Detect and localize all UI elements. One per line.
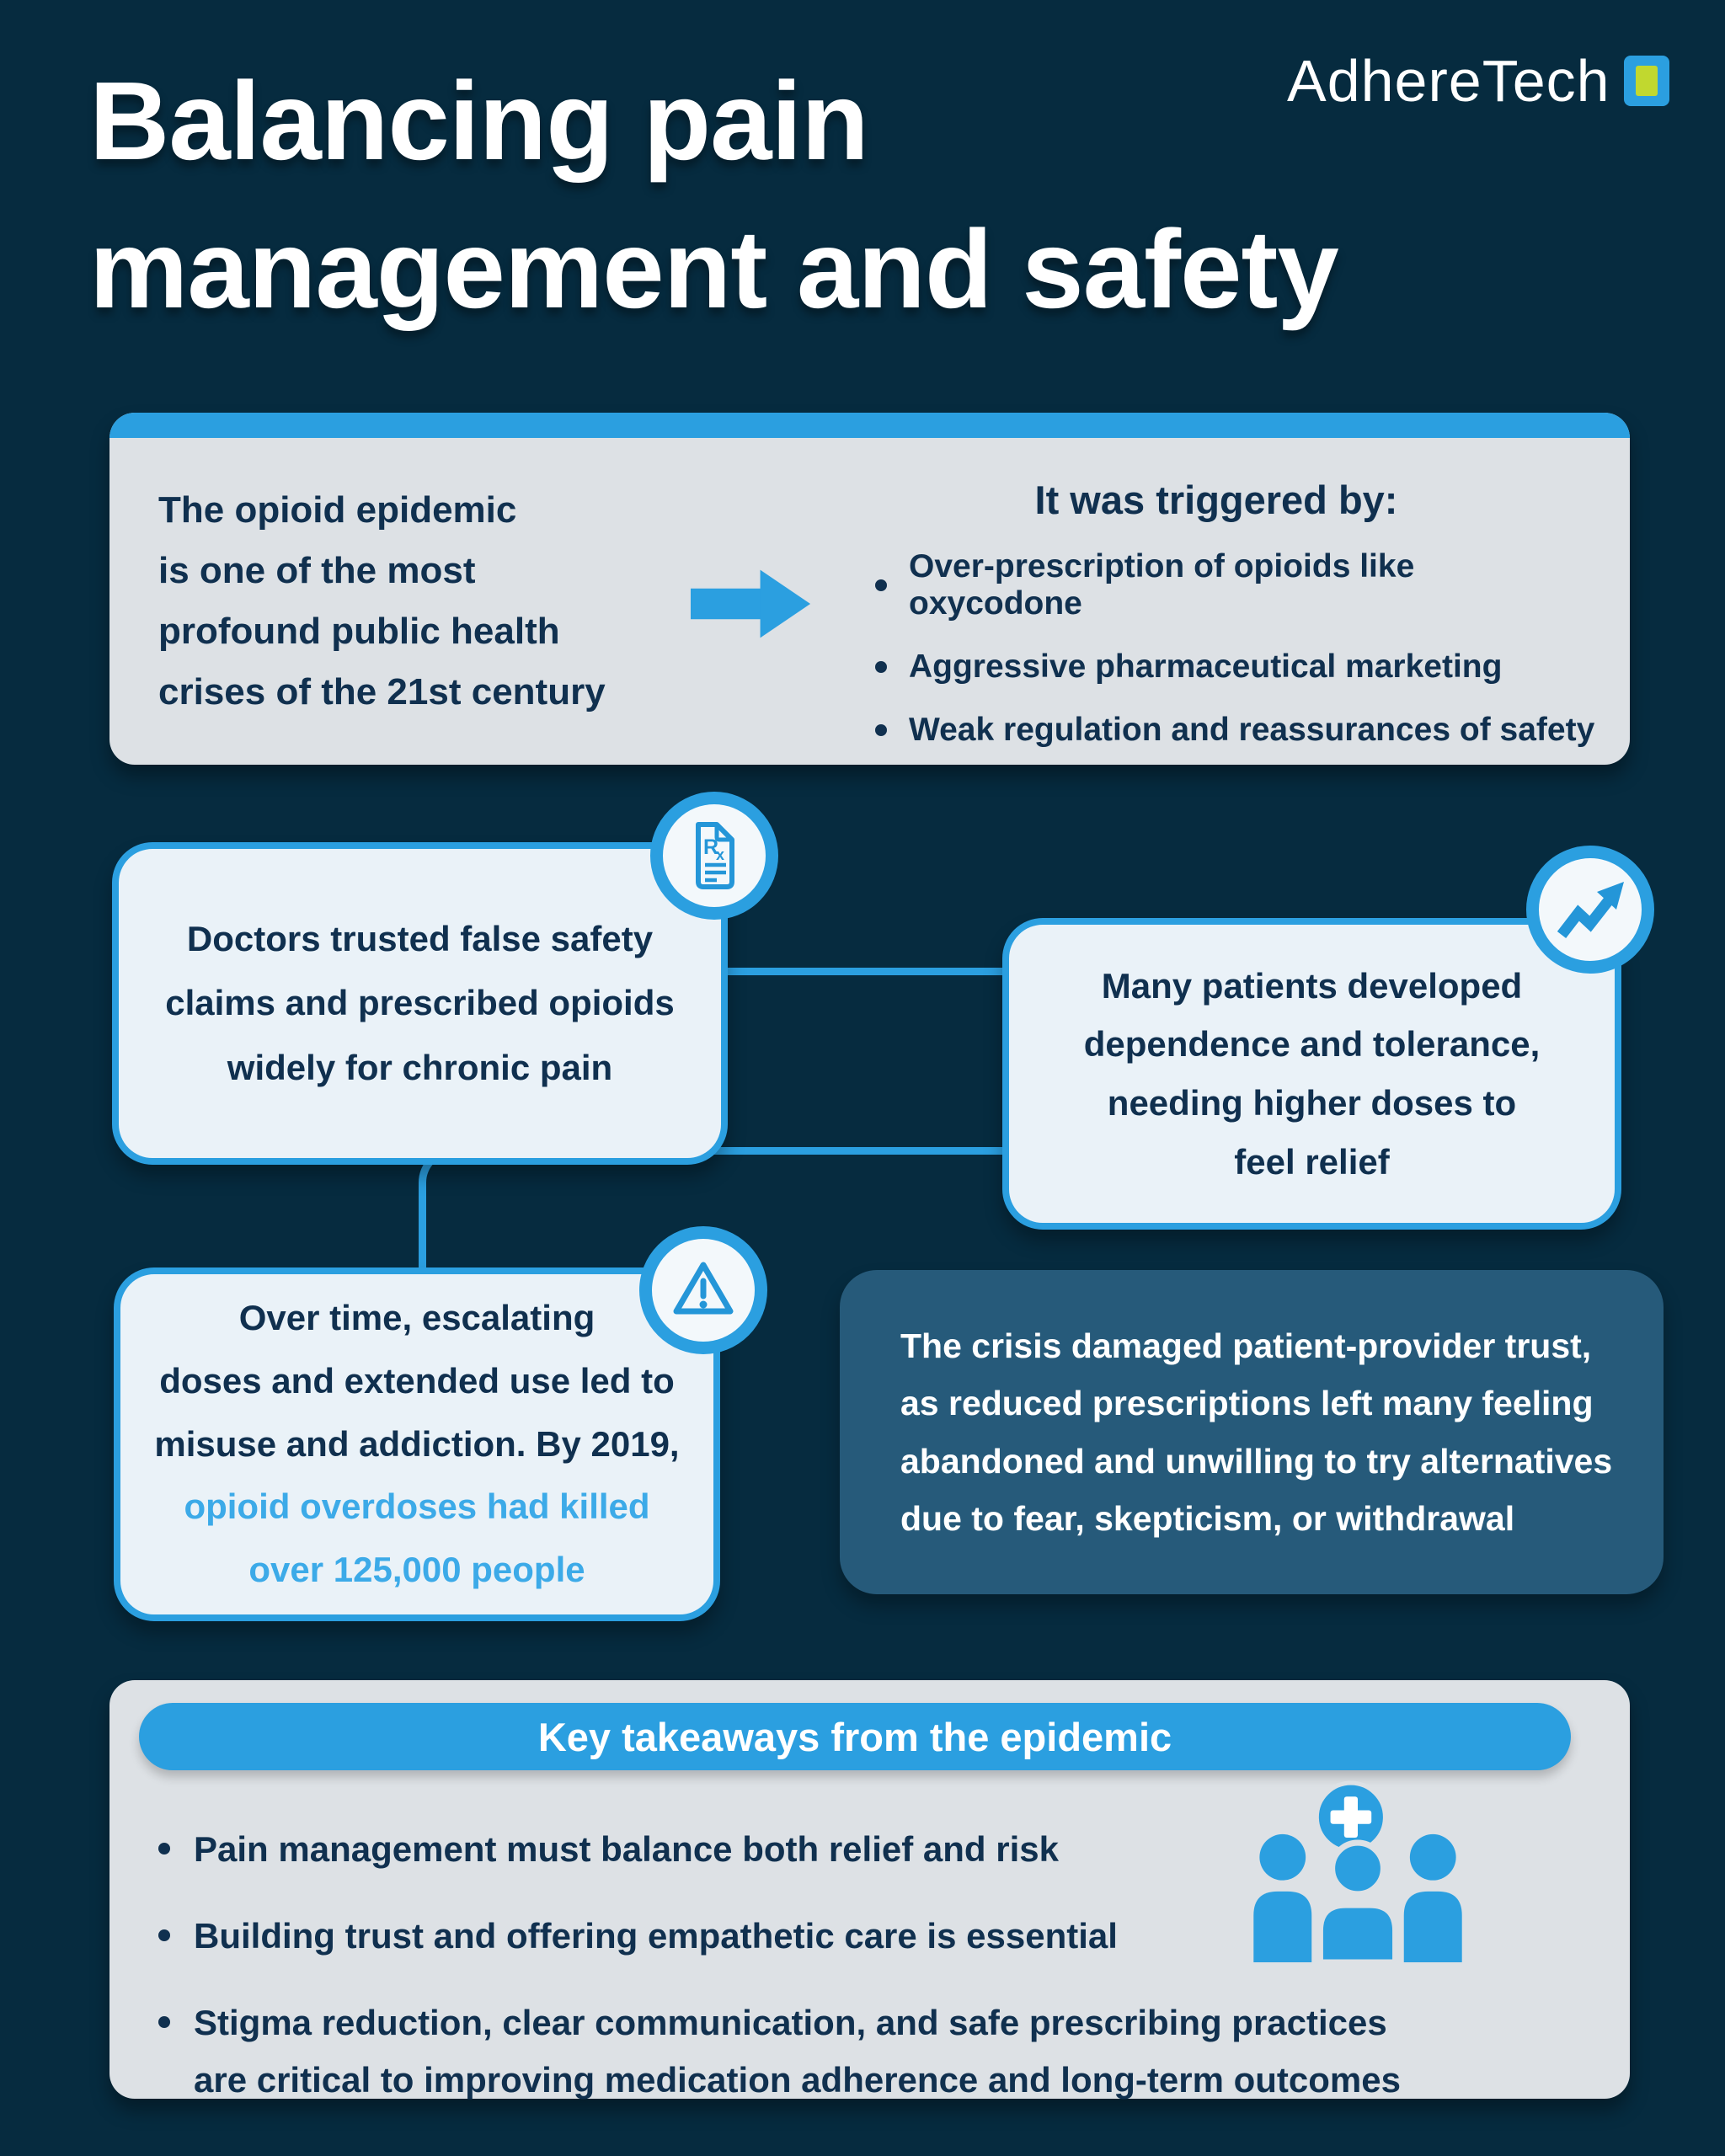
intro-statement-line: crises of the 21st century (158, 671, 606, 713)
crisis-card-line: abandoned and unwilling to try alternati… (900, 1441, 1613, 1481)
intro-card-body: The opioid epidemic is one of the most p… (109, 438, 1630, 765)
adheretech-logo: AdhereTech (1287, 47, 1669, 115)
doctors-card-line: widely for chronic pain (227, 1047, 613, 1087)
intro-statement-line: The opioid epidemic (158, 488, 517, 531)
trigger-text: Aggressive pharmaceutical marketing (909, 648, 1503, 685)
takeaway-text-line: are critical to improving medication adh… (194, 2059, 1401, 2100)
patients-card-line: feel relief (1234, 1141, 1390, 1182)
logo-text: AdhereTech (1287, 48, 1610, 114)
doctors-card-line: Doctors trusted false safety (186, 918, 654, 958)
bullet-dot (158, 2016, 170, 2029)
takeaway-item: Pain management must balance both relief… (158, 1821, 1514, 1877)
page-title-line: Balancing pain (89, 59, 869, 183)
overtime-card-line: Over time, escalating (238, 1298, 595, 1338)
intro-card-top-bar (109, 413, 1630, 438)
takeaways-heading-pill: Key takeaways from the epidemic (139, 1703, 1571, 1770)
bullet-dot (875, 579, 887, 591)
prescription-icon: R x (650, 792, 778, 920)
intro-statement-line: profound public health (158, 611, 560, 652)
crisis-card-line: as reduced prescriptions left many feeli… (900, 1384, 1594, 1423)
overtime-card-highlight-line: opioid overdoses had killed (184, 1486, 650, 1527)
trigger-text: Over-prescription of opioids like oxycod… (909, 548, 1415, 622)
patients-card-line: Many patients developed (1101, 965, 1523, 1006)
doctors-card: Doctors trusted false safety claims and … (112, 842, 728, 1165)
arrow-right-icon (688, 563, 814, 648)
connector-line (724, 968, 1006, 975)
takeaway-text: Pain management must balance both relief… (194, 1829, 1059, 1869)
intro-card: The opioid epidemic is one of the most p… (109, 413, 1630, 765)
logo-mark-icon (1623, 56, 1669, 106)
bullet-dot (158, 1929, 170, 1942)
trigger-item: Aggressive pharmaceutical marketing (875, 648, 1596, 686)
page-title-line: management and safety (89, 206, 1339, 331)
crisis-card-line: due to fear, skepticism, or withdrawal (900, 1498, 1515, 1538)
doctors-card-line: claims and prescribed opioids (165, 983, 675, 1023)
trigger-item: Weak regulation and reassurances of safe… (875, 712, 1596, 749)
intro-statement-line: is one of the most (158, 549, 476, 591)
warning-icon (639, 1226, 767, 1354)
svg-text:x: x (716, 846, 724, 863)
takeaway-text: Building trust and offering empathetic c… (194, 1916, 1118, 1956)
patients-card-line: dependence and tolerance, (1083, 1024, 1541, 1065)
overtime-card: Over time, escalating doses and extended… (114, 1267, 720, 1621)
svg-text:R: R (703, 835, 718, 859)
overtime-card-line: doses and extended use led to (159, 1360, 675, 1401)
patients-card-line: needing higher doses to (1107, 1083, 1517, 1123)
patients-card: Many patients developed dependence and t… (1002, 918, 1621, 1230)
intro-statement: The opioid epidemic is one of the most p… (158, 480, 685, 723)
takeaway-text-line: Stigma reduction, clear communication, a… (194, 2003, 1387, 2043)
overtime-card-line: misuse and addiction. By 2019, (154, 1423, 680, 1464)
bullet-dot (158, 1843, 170, 1854)
trigger-text: Weak regulation and reassurances of safe… (909, 712, 1595, 748)
bullet-dot (875, 661, 887, 673)
takeaways-list: Pain management must balance both relief… (158, 1821, 1514, 2108)
care-team-icon (1245, 1779, 1471, 1967)
takeaways-heading: Key takeaways from the epidemic (537, 1714, 1172, 1759)
triggers-heading: It was triggered by: (1034, 478, 1398, 522)
crisis-card-line: The crisis damaged patient-provider trus… (900, 1326, 1592, 1366)
takeaway-text: Stigma reduction, clear communication, a… (194, 1994, 1401, 2107)
page-title: Balancing pain management and safety (89, 47, 1339, 343)
triggers-list: Over-prescription of opioids like oxycod… (836, 548, 1596, 749)
trend-up-icon (1526, 846, 1654, 974)
bullet-dot (875, 724, 887, 736)
takeaway-item: Building trust and offering empathetic c… (158, 1908, 1514, 1964)
trigger-item: Over-prescription of opioids like oxycod… (875, 548, 1596, 622)
crisis-card: The crisis damaged patient-provider trus… (840, 1270, 1664, 1594)
overtime-card-highlight-line: over 125,000 people (248, 1550, 585, 1590)
takeaway-item: Stigma reduction, clear communication, a… (158, 1994, 1514, 2107)
intro-triggers: It was triggered by: Over-prescription o… (836, 438, 1596, 765)
